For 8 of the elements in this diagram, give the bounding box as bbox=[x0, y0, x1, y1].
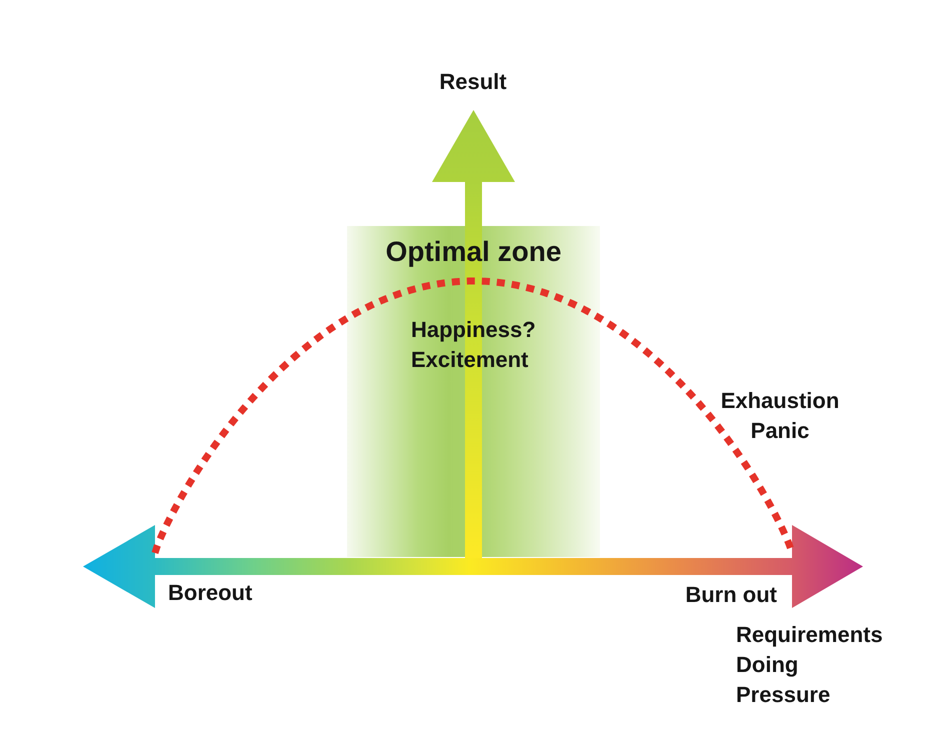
axis-label: Result bbox=[439, 68, 507, 96]
curve-label: Exhaustion Panic bbox=[720, 387, 840, 445]
optimal-zone-band bbox=[347, 226, 600, 557]
zone-title: Optimal zone bbox=[386, 235, 562, 269]
zone-description: Happiness? Excitement bbox=[411, 316, 536, 374]
axis-description: Requirements Doing Pressure bbox=[736, 621, 883, 709]
axis-label: Boreout bbox=[168, 579, 252, 607]
axis-label: Burn out bbox=[685, 581, 777, 609]
